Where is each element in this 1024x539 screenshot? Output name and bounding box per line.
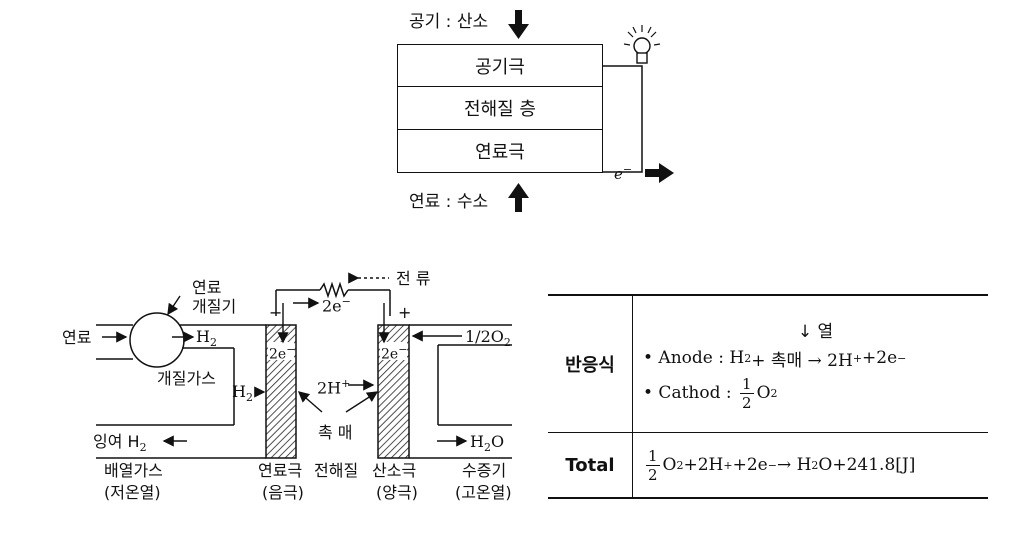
cell-stack: 공기극 전해질 층 연료극	[397, 44, 603, 173]
light-bulb-icon	[623, 25, 661, 64]
cathode-name-label: 산소극	[372, 461, 417, 480]
anode-sign-label: (음극)	[262, 483, 304, 502]
reformed-gas-label: 개질가스	[157, 369, 216, 388]
electron-flow-arrow	[645, 163, 674, 183]
oxygen-inlet-label: 1/2O2	[465, 327, 511, 350]
external-circuit	[603, 25, 661, 173]
electrolyte-name-label: 전해질	[314, 461, 359, 480]
cathode-sign-label: (양극)	[376, 483, 418, 502]
heat-label: ↓ 열	[797, 321, 834, 342]
steam-label: 수증기	[462, 461, 507, 480]
plus-terminal: +	[398, 303, 412, 322]
fuel-inlet-label: 연료	[62, 328, 92, 347]
electrons-wire-label: 2e−	[322, 295, 351, 316]
anode-h2-label: H2	[232, 382, 253, 405]
catalyst-label: 촉 매	[318, 423, 353, 442]
electron-label: e−	[614, 163, 633, 183]
fuel-cell-schematic	[96, 272, 512, 459]
exhaust-heat-label: (저온열)	[104, 483, 161, 502]
proton-label: 2H+	[317, 377, 351, 398]
total-row-header: Total	[548, 432, 633, 499]
anode-name-label: 연료극	[258, 461, 303, 480]
excess-h2-label: 잉여 H2	[93, 432, 147, 455]
electrolyte-layer: 전해질 층	[397, 87, 603, 130]
fuel-reformer-label-1: 연료	[192, 278, 222, 297]
air-electrode-layer: 공기극	[397, 44, 603, 87]
air-oxygen-label: 공기 : 산소	[409, 12, 489, 32]
fuel-electrode-layer: 연료극	[397, 130, 603, 173]
cathode-electrons-label: 2e−	[381, 343, 408, 363]
reaction-row-header: 반응식	[548, 294, 633, 433]
current-label: 전 류	[396, 269, 431, 288]
minus-terminal: −	[269, 303, 283, 322]
water-outlet-label: H2O	[470, 432, 505, 455]
air-inlet-arrow	[508, 10, 529, 39]
exhaust-gas-label: 배열가스	[104, 461, 163, 480]
fuel-hydrogen-label: 연료 : 수소	[409, 192, 489, 212]
fuel-inlet-arrow	[508, 183, 529, 212]
reformer-h2-label: H2	[196, 327, 217, 350]
steam-heat-label: (고온열)	[455, 483, 512, 502]
fuel-reformer-label-2: 개질기	[192, 297, 237, 316]
anode-electrons-label: 2e−	[269, 343, 296, 363]
